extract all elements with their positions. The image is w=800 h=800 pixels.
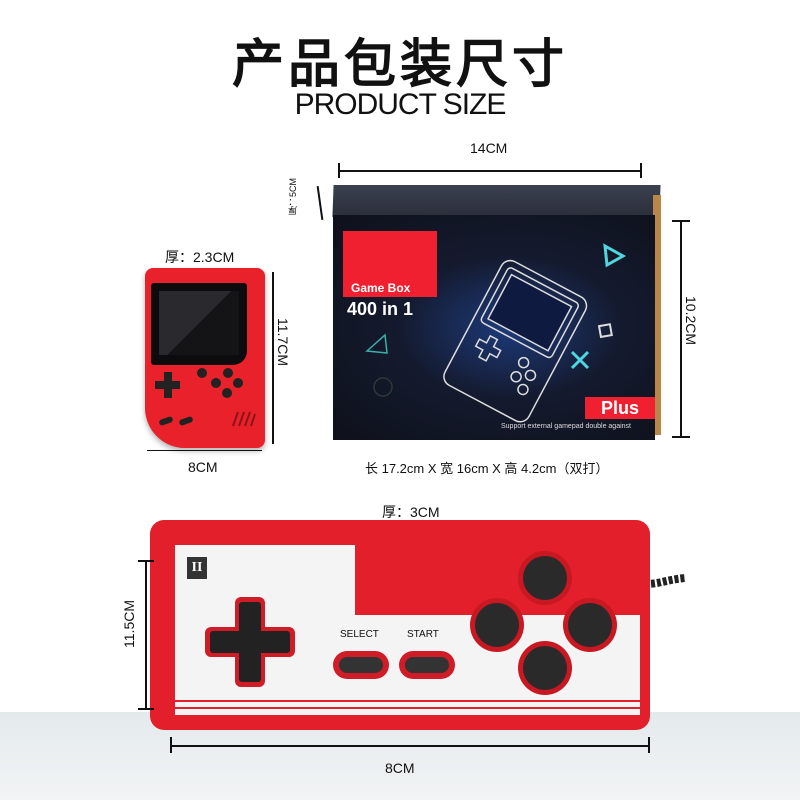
box-front-face: Game Box 400 in 1 Plus Support external … <box>333 215 655 440</box>
box-height-line <box>680 220 682 438</box>
controller-width-label: 8CM <box>385 760 415 776</box>
triangle-icon <box>603 243 627 268</box>
tick <box>338 163 340 178</box>
handheld-thickness-label: 厚：2.3CM <box>165 249 235 265</box>
button <box>211 378 221 388</box>
tick <box>138 708 154 710</box>
cross-icon <box>570 350 590 370</box>
box-top-face <box>332 185 661 217</box>
square-icon <box>598 323 613 339</box>
tick <box>640 163 642 178</box>
button <box>233 378 243 388</box>
handheld-screen <box>151 283 247 365</box>
handheld-height-line <box>272 272 274 444</box>
tick <box>672 220 690 222</box>
box-thickness-label: 厚：5CM <box>288 178 298 216</box>
box-side-face <box>653 195 661 435</box>
handheld-console <box>145 268 265 448</box>
player-two-badge: II <box>187 557 207 579</box>
triangle-icon <box>365 333 388 354</box>
start-button <box>178 415 194 427</box>
controller-height-line <box>145 560 147 710</box>
box-thickness-line <box>316 186 324 220</box>
action-button-left[interactable] <box>475 603 519 647</box>
controller-width-line <box>170 745 650 747</box>
action-button-bottom[interactable] <box>523 646 567 690</box>
page-title: 产品包装尺寸 <box>231 35 568 95</box>
select-button <box>158 415 174 427</box>
game-count-label: 400 in 1 <box>347 299 414 319</box>
dpad[interactable] <box>239 602 261 682</box>
controller-thickness-label: 厚：3CM <box>382 504 440 520</box>
tick <box>138 560 154 562</box>
box-height-label: 10.2CM <box>683 296 699 346</box>
tick <box>672 436 690 438</box>
product-box: Game Box 400 in 1 Plus Support external … <box>332 185 661 440</box>
tick <box>170 737 172 753</box>
box-width-label: 14CM <box>470 140 508 156</box>
handheld-outline-icon <box>443 259 588 423</box>
screen-glass <box>159 291 239 355</box>
action-button-top[interactable] <box>523 556 567 600</box>
stripe <box>175 707 640 709</box>
button <box>197 368 207 378</box>
handheld-height-label: 11.7CM <box>275 318 291 366</box>
controller-cable <box>645 574 685 588</box>
start-button[interactable] <box>405 657 449 673</box>
tick <box>648 737 650 753</box>
dpad <box>164 372 172 398</box>
gamepad-controller: II SELECT START <box>150 520 650 730</box>
plus-label: Plus <box>585 397 655 419</box>
box-width-line <box>338 170 642 172</box>
button <box>223 368 233 378</box>
box-size-caption: 长 17.2cm X 宽 16cm X 高 4.2cm（双打） <box>365 461 609 476</box>
controller-height-label: 11.5CM <box>121 600 137 648</box>
select-button[interactable] <box>339 657 383 673</box>
start-label: START <box>407 629 439 640</box>
handheld-width-label: 8CM <box>188 459 218 475</box>
support-text: Support external gamepad double against <box>501 423 631 430</box>
handheld-width-line <box>147 450 262 451</box>
stripe <box>175 700 640 702</box>
select-label: SELECT <box>340 629 379 640</box>
button <box>222 388 232 398</box>
action-button-right[interactable] <box>568 603 612 647</box>
game-box-label: Game Box <box>343 231 437 297</box>
page-subtitle: PRODUCT SIZE <box>294 88 507 121</box>
circle-icon <box>373 377 393 397</box>
speaker-grille-icon <box>232 411 256 427</box>
